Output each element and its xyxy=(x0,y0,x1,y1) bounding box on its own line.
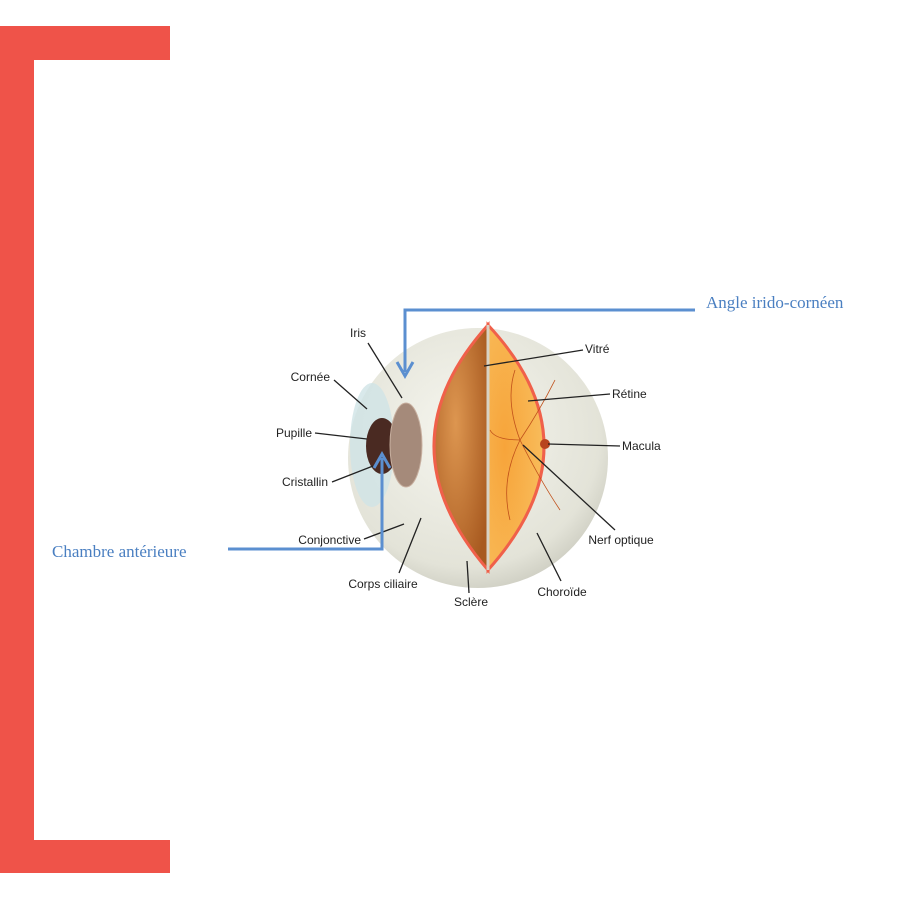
label-macula: Macula xyxy=(622,439,661,453)
label-retine: Rétine xyxy=(612,387,647,401)
label-vitre: Vitré xyxy=(585,342,610,356)
callout-chambre-anterieure: Chambre antérieure xyxy=(52,542,187,561)
angle-callout-line xyxy=(403,308,695,372)
label-pupille: Pupille xyxy=(276,426,312,440)
chamber-callout-line xyxy=(228,458,384,551)
label-cornee: Cornée xyxy=(291,370,331,384)
macula-spot xyxy=(540,439,550,449)
eyeball-illustration xyxy=(348,321,608,588)
pupil-shape xyxy=(366,418,398,474)
red-bracket-decoration xyxy=(0,26,170,873)
label-cristallin: Cristallin xyxy=(282,475,328,489)
arrow-up-icon xyxy=(372,450,392,469)
label-choroide: Choroïde xyxy=(537,585,587,599)
label-iris: Iris xyxy=(350,326,366,340)
leader-lines xyxy=(314,342,621,594)
callout-angle-irido-corneen: Angle irido-cornéen xyxy=(706,293,844,312)
label-corps-ciliaire: Corps ciliaire xyxy=(348,577,418,591)
label-nerf-optique: Nerf optique xyxy=(588,533,654,547)
retinal-vessels xyxy=(489,369,561,521)
arrow-down-icon xyxy=(395,361,415,380)
lens-shape xyxy=(389,402,423,488)
vitreous-section xyxy=(432,321,490,575)
retina-section xyxy=(486,321,546,574)
label-conjonctive: Conjonctive xyxy=(298,533,361,547)
callout-lines xyxy=(228,308,695,551)
label-sclere: Sclère xyxy=(454,595,488,609)
